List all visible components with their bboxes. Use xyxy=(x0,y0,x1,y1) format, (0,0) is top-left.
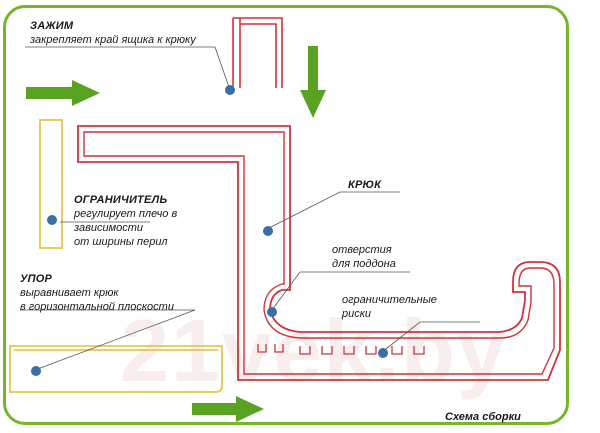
hook-label: КРЮК xyxy=(348,178,381,192)
callout-dots xyxy=(31,85,388,376)
leader-lines xyxy=(20,46,480,371)
hook-outline-inner xyxy=(83,131,555,375)
pallet-holes xyxy=(257,344,425,355)
hook-outline-outer xyxy=(77,125,561,381)
clamp-title: ЗАЖИМ xyxy=(30,20,74,32)
stop-label: УПОР выравнивает крюк в горизонтальной п… xyxy=(20,272,174,314)
limiter-title: ОГРАНИЧИТЕЛЬ xyxy=(74,194,168,206)
arrow-right-bottom xyxy=(192,396,264,422)
diagram-caption: Схема сборки xyxy=(445,411,521,423)
clamp-shape xyxy=(232,17,283,88)
holes-desc-line-2: для поддона xyxy=(332,258,396,270)
stop-title: УПОР xyxy=(20,273,53,285)
limiter-desc-line-1: регулирует плечо в xyxy=(74,208,178,220)
clamp-label: ЗАЖИМ закрепляет край ящика к крюку xyxy=(30,19,196,47)
stop-desc-line-1: выравнивает крюк xyxy=(20,287,119,299)
rims-label: ограничительные риски xyxy=(342,293,437,321)
rims-desc-line-2: риски xyxy=(342,308,372,320)
stop-bar xyxy=(9,345,223,393)
hook-title: КРЮК xyxy=(348,179,382,191)
limiter-desc-line-3: от ширины перил xyxy=(74,236,168,248)
holes-desc-line-1: отверстия xyxy=(332,244,392,256)
rims-desc-line-1: ограничительные xyxy=(342,294,437,306)
holes-label: отверстия для поддона xyxy=(332,243,396,271)
limiter-desc-line-2: зависимости xyxy=(74,222,144,234)
stop-desc-line-2: в горизонтальной плоскости xyxy=(20,301,174,313)
limiter-bar xyxy=(39,119,63,249)
diagram-frame xyxy=(3,5,569,425)
arrow-right-top xyxy=(26,80,100,106)
limiter-label: ОГРАНИЧИТЕЛЬ регулирует плечо в зависимо… xyxy=(74,193,177,249)
arrow-down xyxy=(300,46,326,118)
clamp-desc: закрепляет край ящика к крюку xyxy=(30,34,196,46)
